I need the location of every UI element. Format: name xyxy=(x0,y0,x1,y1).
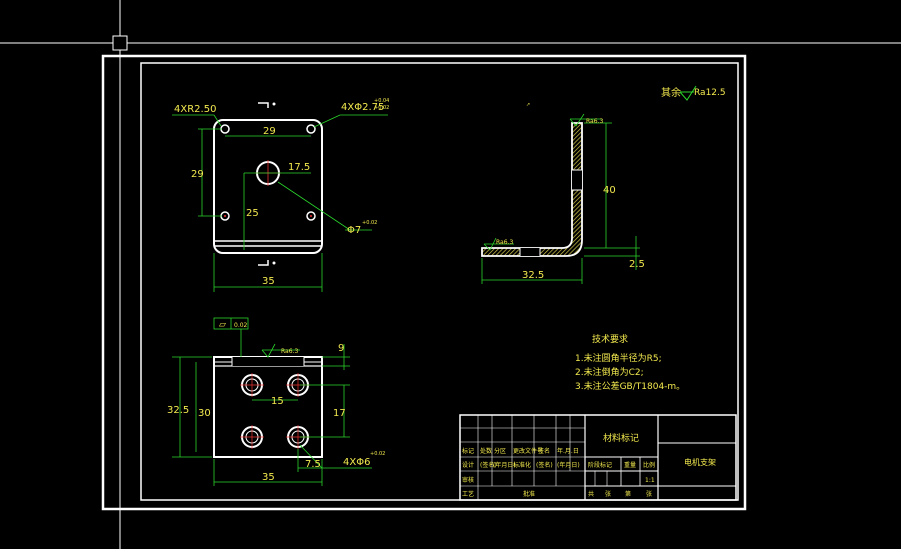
front-roughness: Ra6.3 xyxy=(281,348,298,355)
front-dim-left-outer: 32.5 xyxy=(167,405,189,416)
row1-label-2: 处数 xyxy=(480,447,492,455)
roughness-value: Ra12.5 xyxy=(694,88,726,98)
inner-frame xyxy=(140,62,739,501)
corner-hole xyxy=(220,124,230,134)
flatness-symbol: ▱ xyxy=(219,320,226,330)
review-label: 审核 xyxy=(462,476,474,484)
front-dim-right: 17 xyxy=(333,408,346,419)
dim-center-y: 25 xyxy=(246,208,259,219)
bracket-profile xyxy=(481,122,583,257)
row2-label-3: (年月日) xyxy=(493,461,516,469)
row1-label-5: 签名 xyxy=(538,447,550,455)
process-label: 工艺 xyxy=(462,490,474,498)
front-view[interactable]: ▱ 0.02 Ra6.3 9 32.5 30 15 17 xyxy=(167,317,385,486)
side-view[interactable]: ↗ Ra6.3 Ra6.3 40 32.5 2.5 xyxy=(481,102,645,284)
side-dim-width: 32.5 xyxy=(522,270,544,281)
hole-label: 4XΦ2.75 xyxy=(341,102,384,113)
front-dim-bottom: 35 xyxy=(262,472,275,483)
dim-bottom: 35 xyxy=(262,276,275,287)
center-hole-tol: +0.02 xyxy=(362,220,377,226)
dim-center-x: 17.5 xyxy=(288,162,310,173)
row1-label-4: 更改文件号 xyxy=(513,447,543,455)
top-view[interactable]: 4XR2.50 4XΦ2.75 +0.04 +0.02 29 29 17.5 2… xyxy=(172,98,389,292)
side-dim-thickness: 2.5 xyxy=(629,259,645,270)
weight-label: 重量 xyxy=(624,461,636,469)
row2-label-4: 标准化 xyxy=(513,461,531,469)
dim-top: 29 xyxy=(263,126,276,137)
front-dim-offset: 7.5 xyxy=(305,459,321,470)
front-dim-top-right: 9 xyxy=(338,343,344,354)
approve-label: 批准 xyxy=(523,490,535,498)
tech-title: 技术要求 xyxy=(592,333,628,345)
sheet-total: 共 xyxy=(588,490,594,498)
ratio-label: 比例 xyxy=(643,461,655,469)
tech-item-3: 3.未注公差GB/T1804-m。 xyxy=(575,380,685,392)
sheet-no: 第 xyxy=(625,490,631,498)
outer-frame xyxy=(101,54,747,511)
row2-label-6: (年月日) xyxy=(557,461,580,469)
row2-label-2: (签名) xyxy=(480,461,497,469)
top-view-outline xyxy=(213,119,323,254)
roughness-note: 其余 Ra12.5 xyxy=(661,85,726,101)
corner-hole xyxy=(306,211,316,221)
side-roughness-top: Ra6.3 xyxy=(586,118,603,125)
front-hole-label: 4XΦ6 xyxy=(343,457,370,468)
flatness-value: 0.02 xyxy=(234,322,248,329)
row1-label-1: 标记 xyxy=(462,447,474,455)
side-dim-height: 40 xyxy=(603,185,616,196)
corner-hole xyxy=(306,124,316,134)
svg-text:↗: ↗ xyxy=(526,102,530,108)
flatness-frame: ▱ 0.02 xyxy=(213,317,249,357)
row1-label-6: 年.月.日 xyxy=(557,447,579,455)
front-dim-hole-spacing: 15 xyxy=(271,396,284,407)
row2-label-1: 设计 xyxy=(462,461,474,469)
roughness-prefix: 其余 xyxy=(661,86,681,99)
row1-label-3: 分区 xyxy=(494,447,506,455)
tech-item-2: 2.未注倒角为C2; xyxy=(575,366,644,378)
title-block[interactable]: 材料标记 电机支架 标记 处数 分区 更改文件号 签名 年.月.日 设计 (签名… xyxy=(459,414,737,501)
side-roughness-bottom: Ra6.3 xyxy=(496,239,513,246)
dim-left: 29 xyxy=(191,169,204,180)
sheet-no-label: 张 xyxy=(646,490,652,498)
tech-requirements: 技术要求 1.未注圆角半径为R5; 2.未注倒角为C2; 3.未注公差GB/T1… xyxy=(575,333,685,392)
radius-label: 4XR2.50 xyxy=(174,104,216,115)
center-hole-label: Φ7 xyxy=(347,225,361,236)
row2-label-5: (签名) xyxy=(536,461,553,469)
hole-tol-upper: +0.04 xyxy=(374,98,389,104)
stage-label: 阶段标记 xyxy=(588,461,612,469)
front-hole-tol: +0.02 xyxy=(370,451,385,457)
scale-value: 1:1 xyxy=(645,477,655,484)
hole-tol-lower: +0.02 xyxy=(374,105,389,111)
front-dim-left-inner: 30 xyxy=(198,408,211,419)
part-name: 电机支架 xyxy=(684,457,716,467)
material-mark: 材料标记 xyxy=(603,432,639,444)
sheet-label: 张 xyxy=(605,490,611,498)
tech-item-1: 1.未注圆角半径为R5; xyxy=(575,352,662,364)
